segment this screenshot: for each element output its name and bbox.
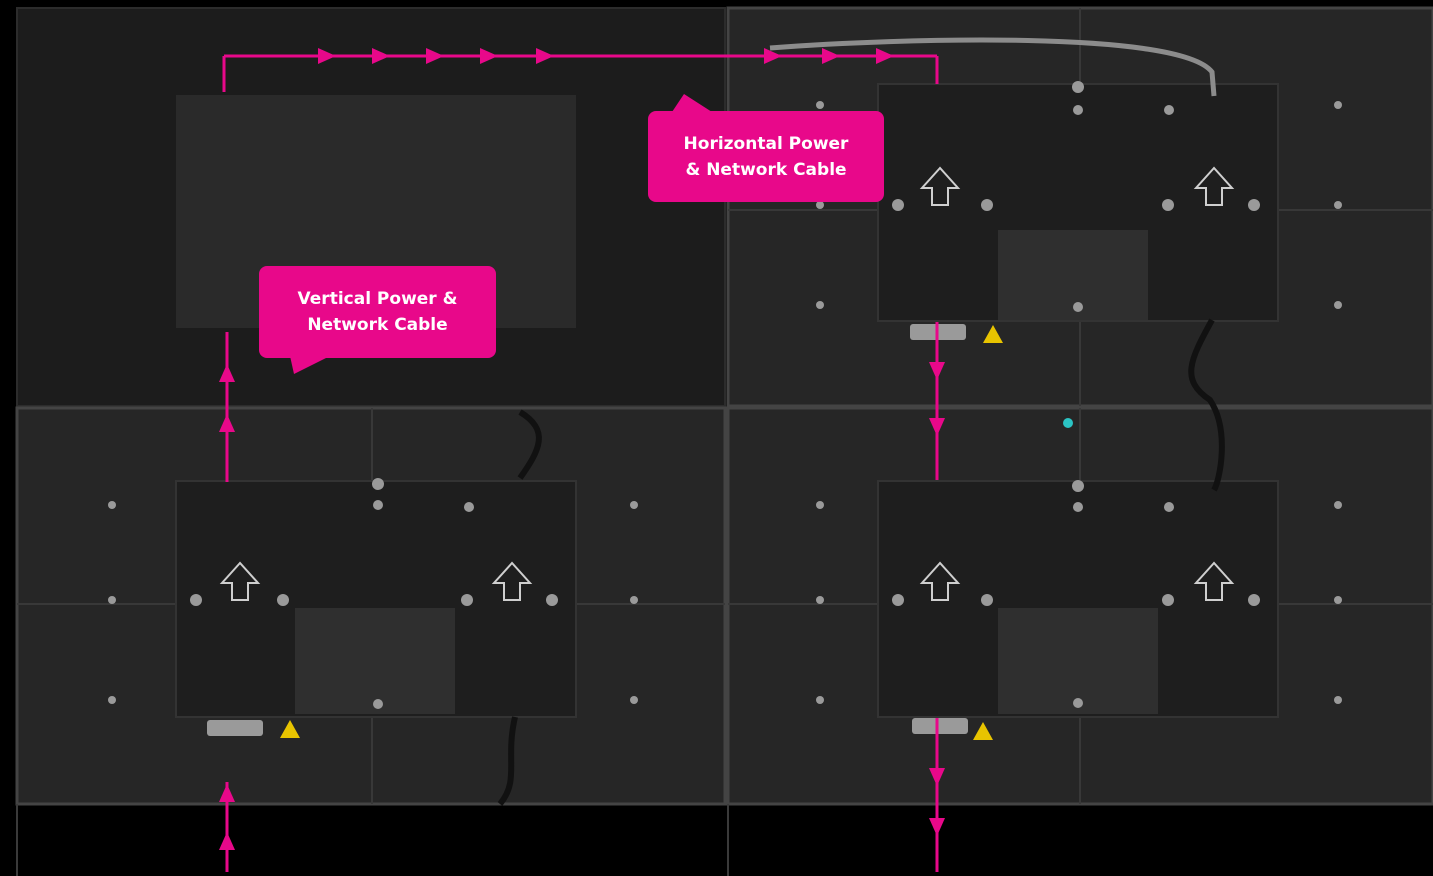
power-connector (207, 720, 263, 736)
arrow-right-icon (318, 48, 336, 64)
arrow-right-icon (764, 48, 782, 64)
receiving-card-top-right (877, 83, 1279, 322)
arrow-down-icon (929, 362, 945, 380)
power-cable (517, 409, 542, 480)
warning-icon (280, 720, 300, 738)
power-cable (497, 716, 518, 806)
cabinet-top-left (16, 7, 726, 407)
callout-line: Vertical Power & (297, 289, 458, 309)
receiving-card-bottom-left (175, 480, 577, 718)
screw-dots (108, 81, 1342, 709)
arrow-up-icon (219, 832, 235, 850)
callout-line: Horizontal Power (683, 133, 849, 154)
arrow-down-icon (929, 768, 945, 786)
arrow-down-icon (929, 418, 945, 436)
arrow-up-icon (219, 414, 235, 432)
warning-icon (983, 325, 1003, 343)
arrow-right-icon (876, 48, 894, 64)
arrow-right-icon (822, 48, 840, 64)
arrow-up-icon (219, 364, 235, 382)
power-cable (1188, 318, 1225, 492)
arrow-right-icon (480, 48, 498, 64)
horizontal-cable-callout: Horizontal Power & Network Cable (648, 111, 884, 202)
power-connector (912, 718, 968, 734)
arrow-down-icon (929, 818, 945, 836)
callout-line: Network Cable (307, 315, 448, 335)
up-arrow-icon (219, 561, 533, 601)
network-cable (769, 37, 1217, 97)
callout-line: & Network Cable (685, 159, 847, 180)
arrow-right-icon (426, 48, 444, 64)
arrow-up-icon (219, 784, 235, 802)
callout-tail-vertical (290, 356, 330, 374)
vertical-cable-callout: Vertical Power & Network Cable (259, 266, 496, 358)
arrow-right-icon (372, 48, 390, 64)
up-arrow-icon (919, 166, 1235, 206)
warning-icon (973, 722, 993, 740)
arrow-right-icon (536, 48, 554, 64)
receiving-card-bottom-right (877, 480, 1279, 718)
up-arrow-icon (919, 561, 1235, 601)
route-arrows (219, 48, 945, 850)
callout-tail-horizontal (672, 94, 712, 112)
